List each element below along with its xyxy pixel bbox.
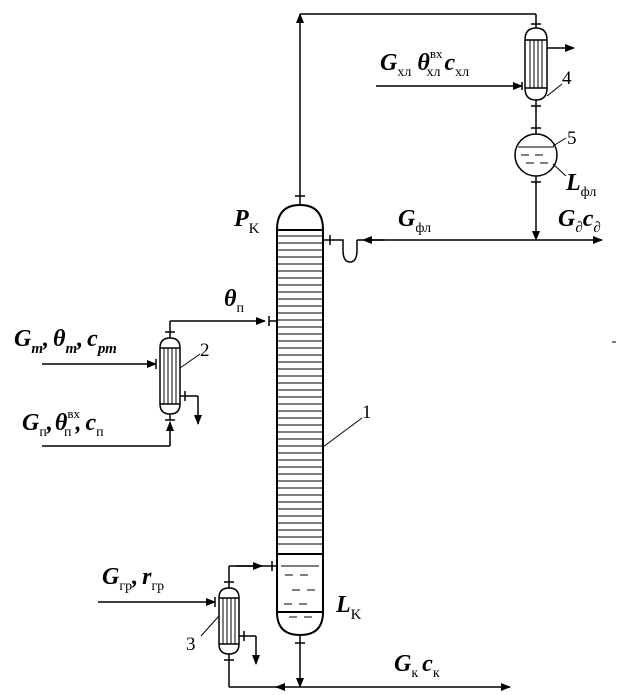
label-lfl: Lфл	[565, 170, 596, 200]
bottoms-line	[228, 643, 511, 691]
label-number-5: 5	[567, 128, 577, 149]
reflux-collector	[514, 106, 567, 183]
column-leader-line	[322, 417, 363, 448]
label-number-2: 2	[200, 340, 210, 361]
column-liquid-dashes	[281, 565, 319, 618]
column-trays	[277, 235, 323, 545]
label-heating-medium: Gт,θт,cрт	[14, 326, 117, 357]
distillation-column	[276, 195, 324, 644]
label-number-3: 3	[186, 634, 196, 655]
label-number-4: 4	[562, 68, 572, 89]
label-gfl: Gфл	[398, 206, 431, 236]
label-number-1: 1	[362, 402, 372, 423]
overhead-vapor-line	[296, 13, 537, 196]
label-pk: PK	[233, 206, 260, 237]
column-shell	[276, 203, 324, 637]
feed-heater	[42, 316, 277, 447]
label-lk: LK	[335, 592, 362, 623]
label-distillate: G∂c∂	[558, 206, 601, 236]
label-theta-feed: θп	[224, 286, 244, 316]
reflux-line	[323, 182, 603, 263]
label-steam: Gгр,rгр	[102, 564, 164, 594]
